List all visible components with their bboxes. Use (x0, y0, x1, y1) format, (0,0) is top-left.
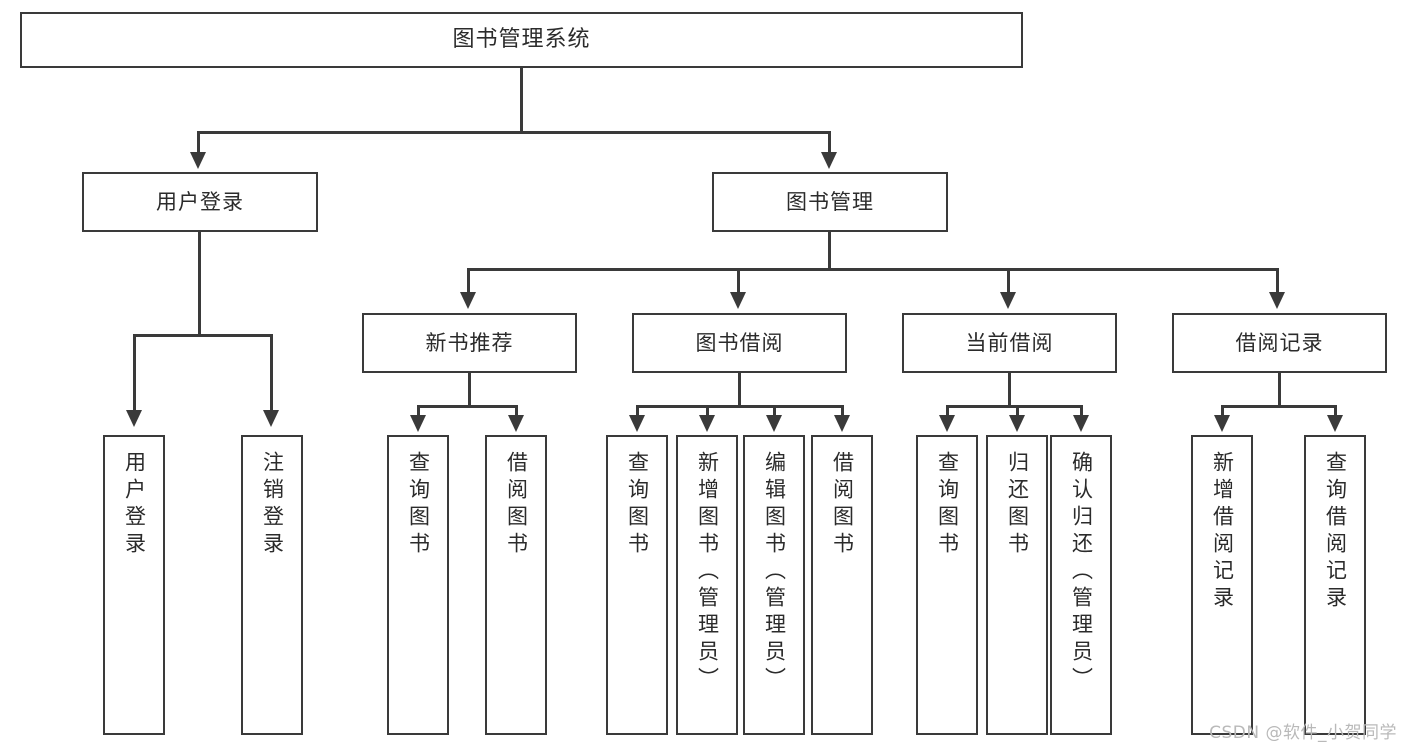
connector-drop-leaf-edit-book (773, 405, 776, 417)
arrowhead-leaf-query-book-3 (939, 415, 955, 432)
connector-user-login-distributor (133, 334, 270, 337)
node-user-login[interactable]: 用户登录 (82, 172, 318, 232)
connector-drop-leaf-add-record (1221, 405, 1224, 417)
node-label: 注销登录 (260, 451, 285, 559)
node-label: 查询借阅记录 (1323, 451, 1348, 613)
csdn-watermark: CSDN @软件_小贺同学 (1209, 723, 1397, 743)
leaf-node-borrow-book-recommend[interactable]: 借阅图书 (485, 435, 547, 735)
arrowhead-leaf-user-login (126, 410, 142, 427)
leaf-node-return-book[interactable]: 归还图书 (986, 435, 1048, 735)
arrowhead-user-login (190, 152, 206, 169)
node-label: 图书管理系统 (452, 27, 591, 53)
arrowhead-leaf-return-book (1009, 415, 1025, 432)
connector-borrow-record-stem (1278, 373, 1281, 406)
arrowhead-leaf-add-book (699, 415, 715, 432)
connector-drop-leaf-query-record (1334, 405, 1337, 417)
arrowhead-leaf-borrow-book-1 (508, 415, 524, 432)
connector-drop-borrow-record (1276, 268, 1279, 294)
node-label: 图书管理 (786, 189, 874, 214)
arrowhead-leaf-logout (263, 410, 279, 427)
leaf-node-query-book-current[interactable]: 查询图书 (916, 435, 978, 735)
arrowhead-leaf-query-book-2 (629, 415, 645, 432)
connector-root-stem (520, 68, 523, 132)
node-label: 新增借阅记录 (1210, 451, 1235, 613)
connector-drop-leaf-add-book (706, 405, 709, 417)
arrowhead-borrow-record (1269, 292, 1285, 309)
connector-drop-leaf-query-book-1 (417, 405, 420, 417)
node-label: 编辑图书（管理员） (762, 451, 787, 694)
node-book-management[interactable]: 图书管理 (712, 172, 948, 232)
arrowhead-leaf-add-record (1214, 415, 1230, 432)
node-new-book-recommend[interactable]: 新书推荐 (362, 313, 577, 373)
node-label: 借阅记录 (1235, 330, 1324, 355)
connector-borrow-record-distributor (1221, 405, 1337, 408)
arrowhead-current-borrow (1000, 292, 1016, 309)
connector-book-manage-stem (828, 232, 831, 269)
node-label: 用户登录 (156, 189, 244, 214)
leaf-node-edit-book-admin[interactable]: 编辑图书（管理员） (743, 435, 805, 735)
connector-root-distributor (197, 131, 831, 134)
node-label: 借阅图书 (504, 451, 529, 559)
leaf-node-add-book-admin[interactable]: 新增图书（管理员） (676, 435, 738, 735)
connector-drop-leaf-logout (270, 334, 273, 412)
arrowhead-new-book (460, 292, 476, 309)
arrowhead-book-borrow (730, 292, 746, 309)
node-label: 新增图书（管理员） (695, 451, 720, 694)
leaf-node-add-borrow-record[interactable]: 新增借阅记录 (1191, 435, 1253, 735)
node-label: 查询图书 (406, 451, 431, 559)
node-label: 当前借阅 (965, 330, 1054, 355)
node-label: 归还图书 (1005, 451, 1030, 559)
connector-drop-leaf-query-book-2 (636, 405, 639, 417)
leaf-node-borrow-book-borrowing[interactable]: 借阅图书 (811, 435, 873, 735)
connector-drop-current-borrow (1007, 268, 1010, 294)
connector-drop-book-borrow (737, 268, 740, 294)
connector-book-borrow-stem (738, 373, 741, 406)
connector-current-borrow-distributor (946, 405, 1083, 408)
leaf-node-query-book-recommend[interactable]: 查询图书 (387, 435, 449, 735)
arrowhead-leaf-query-record (1327, 415, 1343, 432)
arrowhead-leaf-query-book-1 (410, 415, 426, 432)
arrowhead-book-manage (821, 152, 837, 169)
node-label: 借阅图书 (830, 451, 855, 559)
leaf-node-query-book-borrowing[interactable]: 查询图书 (606, 435, 668, 735)
connector-user-login-stem (198, 232, 201, 335)
connector-drop-leaf-borrow-book-2 (841, 405, 844, 417)
leaf-node-user-login[interactable]: 用户登录 (103, 435, 165, 735)
connector-drop-leaf-confirm-return (1080, 405, 1083, 417)
connector-drop-leaf-user-login (133, 334, 136, 412)
node-label: 查询图书 (935, 451, 960, 559)
connector-new-book-stem (468, 373, 471, 406)
connector-current-borrow-stem (1008, 373, 1011, 406)
arrowhead-leaf-confirm-return (1073, 415, 1089, 432)
node-root-system[interactable]: 图书管理系统 (20, 12, 1023, 68)
node-book-borrowing[interactable]: 图书借阅 (632, 313, 847, 373)
node-label: 用户登录 (122, 451, 147, 559)
connector-new-book-distributor (417, 405, 518, 408)
node-current-borrowing[interactable]: 当前借阅 (902, 313, 1117, 373)
arrowhead-leaf-borrow-book-2 (834, 415, 850, 432)
leaf-node-confirm-return-admin[interactable]: 确认归还（管理员） (1050, 435, 1112, 735)
connector-book-manage-distributor (467, 268, 1279, 271)
node-borrowing-records[interactable]: 借阅记录 (1172, 313, 1387, 373)
node-label: 新书推荐 (425, 330, 514, 355)
leaf-node-query-borrow-record[interactable]: 查询借阅记录 (1304, 435, 1366, 735)
leaf-node-logout[interactable]: 注销登录 (241, 435, 303, 735)
connector-drop-book-manage (828, 131, 831, 155)
connector-drop-new-book (467, 268, 470, 294)
connector-drop-user-login (197, 131, 200, 155)
arrowhead-leaf-edit-book (766, 415, 782, 432)
node-label: 确认归还（管理员） (1069, 451, 1094, 694)
node-label: 查询图书 (625, 451, 650, 559)
connector-book-borrow-distributor (636, 405, 843, 408)
connector-drop-leaf-borrow-book-1 (515, 405, 518, 417)
connector-drop-leaf-return-book (1016, 405, 1019, 417)
connector-drop-leaf-query-book-3 (946, 405, 949, 417)
node-label: 图书借阅 (695, 330, 784, 355)
